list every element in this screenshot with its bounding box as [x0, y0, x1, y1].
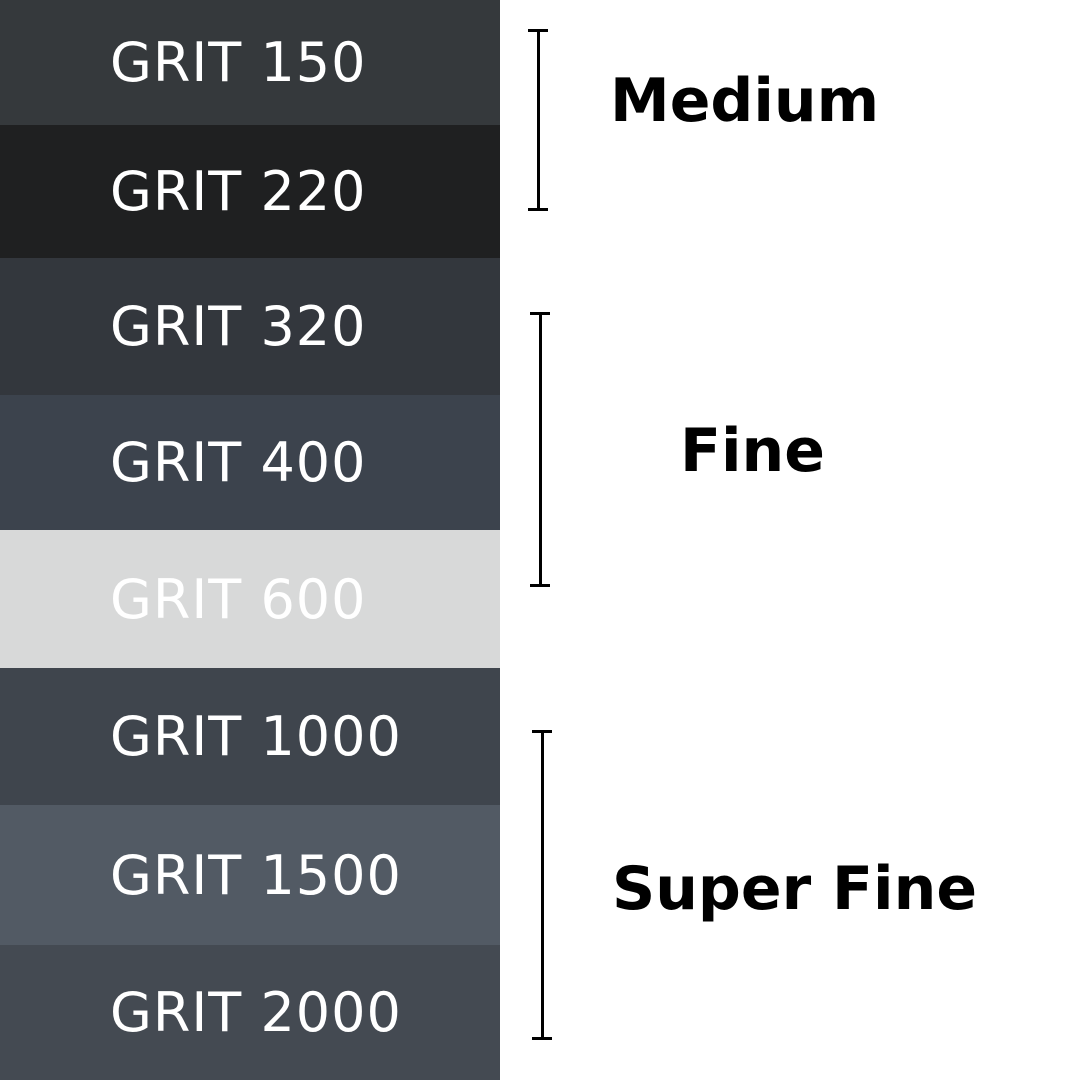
- bracket-super-fine: [532, 730, 552, 1040]
- category-label-medium: Medium: [610, 66, 880, 136]
- strip-grit-220: GRIT 220: [0, 125, 500, 258]
- strip-label: GRIT 320: [110, 295, 367, 358]
- strip-label: GRIT 220: [110, 160, 367, 223]
- strip-label: GRIT 2000: [110, 981, 402, 1044]
- strip-grit-320: GRIT 320: [0, 258, 500, 395]
- strip-grit-600: GRIT 600: [0, 530, 500, 668]
- strip-grit-2000: GRIT 2000: [0, 945, 500, 1080]
- strip-label: GRIT 400: [110, 431, 367, 494]
- strip-label: GRIT 1500: [110, 843, 402, 907]
- strip-grit-400: GRIT 400: [0, 395, 500, 530]
- strip-grit-1000: GRIT 1000: [0, 668, 500, 805]
- strip-label: GRIT 150: [110, 31, 367, 94]
- strip-label: GRIT 600: [110, 567, 367, 631]
- strip-grit-1500: GRIT 1500: [0, 805, 500, 945]
- strip-label: GRIT 1000: [110, 705, 402, 768]
- bracket-fine: [530, 312, 550, 587]
- bracket-medium: [528, 29, 548, 211]
- strip-grit-150: GRIT 150: [0, 0, 500, 125]
- category-label-fine: Fine: [680, 416, 825, 486]
- category-label-super-fine: Super Fine: [612, 854, 978, 924]
- sandpaper-strip-column: GRIT 150 GRIT 220 GRIT 320 GRIT 400 GRIT…: [0, 0, 500, 1080]
